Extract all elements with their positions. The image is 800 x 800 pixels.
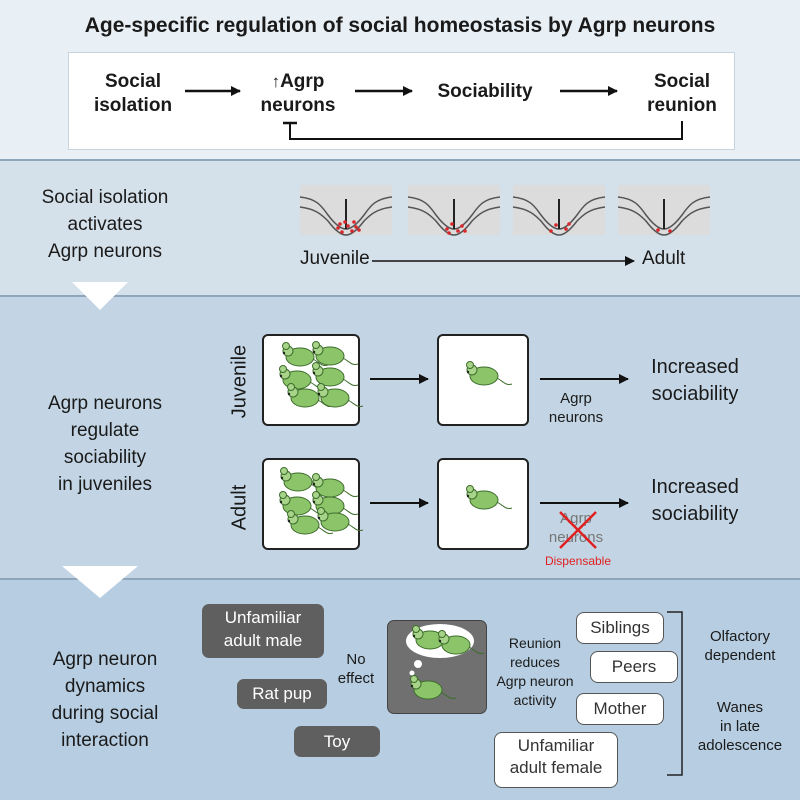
- dispensable-label: Dispensable: [544, 554, 612, 568]
- up-arrow-icon: ↑: [271, 72, 281, 91]
- adult-label: Adult: [642, 248, 686, 269]
- bracket: [667, 611, 683, 776]
- siblings-box: Siblings: [576, 612, 664, 644]
- peers-box: Peers: [590, 651, 678, 683]
- mouse-group-adult: [279, 467, 364, 535]
- down-arrow-icon: [62, 566, 138, 598]
- brain-section-1: [299, 184, 393, 236]
- summary-box: [68, 52, 735, 150]
- rat-pup-box: Rat pup: [237, 679, 327, 709]
- isolated-juvenile-image: [437, 334, 529, 426]
- inhibition-feedback-line: [289, 121, 683, 140]
- mouse-isolated-adult: [466, 485, 513, 510]
- brain-section-4: [617, 184, 711, 236]
- toy-box: Toy: [294, 726, 380, 757]
- divider: [0, 578, 800, 580]
- mouse-group-juvenile: [279, 341, 364, 408]
- mouse-isolated-juvenile: [466, 361, 513, 386]
- sociability-label: Sociability: [437, 81, 533, 102]
- brain-section-3: [512, 184, 606, 236]
- mother-box: Mother: [576, 693, 664, 725]
- divider: [0, 159, 800, 161]
- cross-icon: [559, 511, 597, 549]
- brain-section-2: [407, 184, 501, 236]
- agrp-activity-dots: [336, 220, 672, 235]
- figure-title: Age-specific regulation of social homeos…: [84, 14, 716, 37]
- juvenile-label: Juvenile: [300, 248, 370, 269]
- divider: [0, 295, 800, 297]
- down-arrow-icon: [72, 282, 128, 310]
- panel-sociability: [0, 296, 800, 578]
- agrp-neurons-label: ↑Agrp neurons: [260, 71, 336, 116]
- reunion-mouse: [410, 675, 457, 700]
